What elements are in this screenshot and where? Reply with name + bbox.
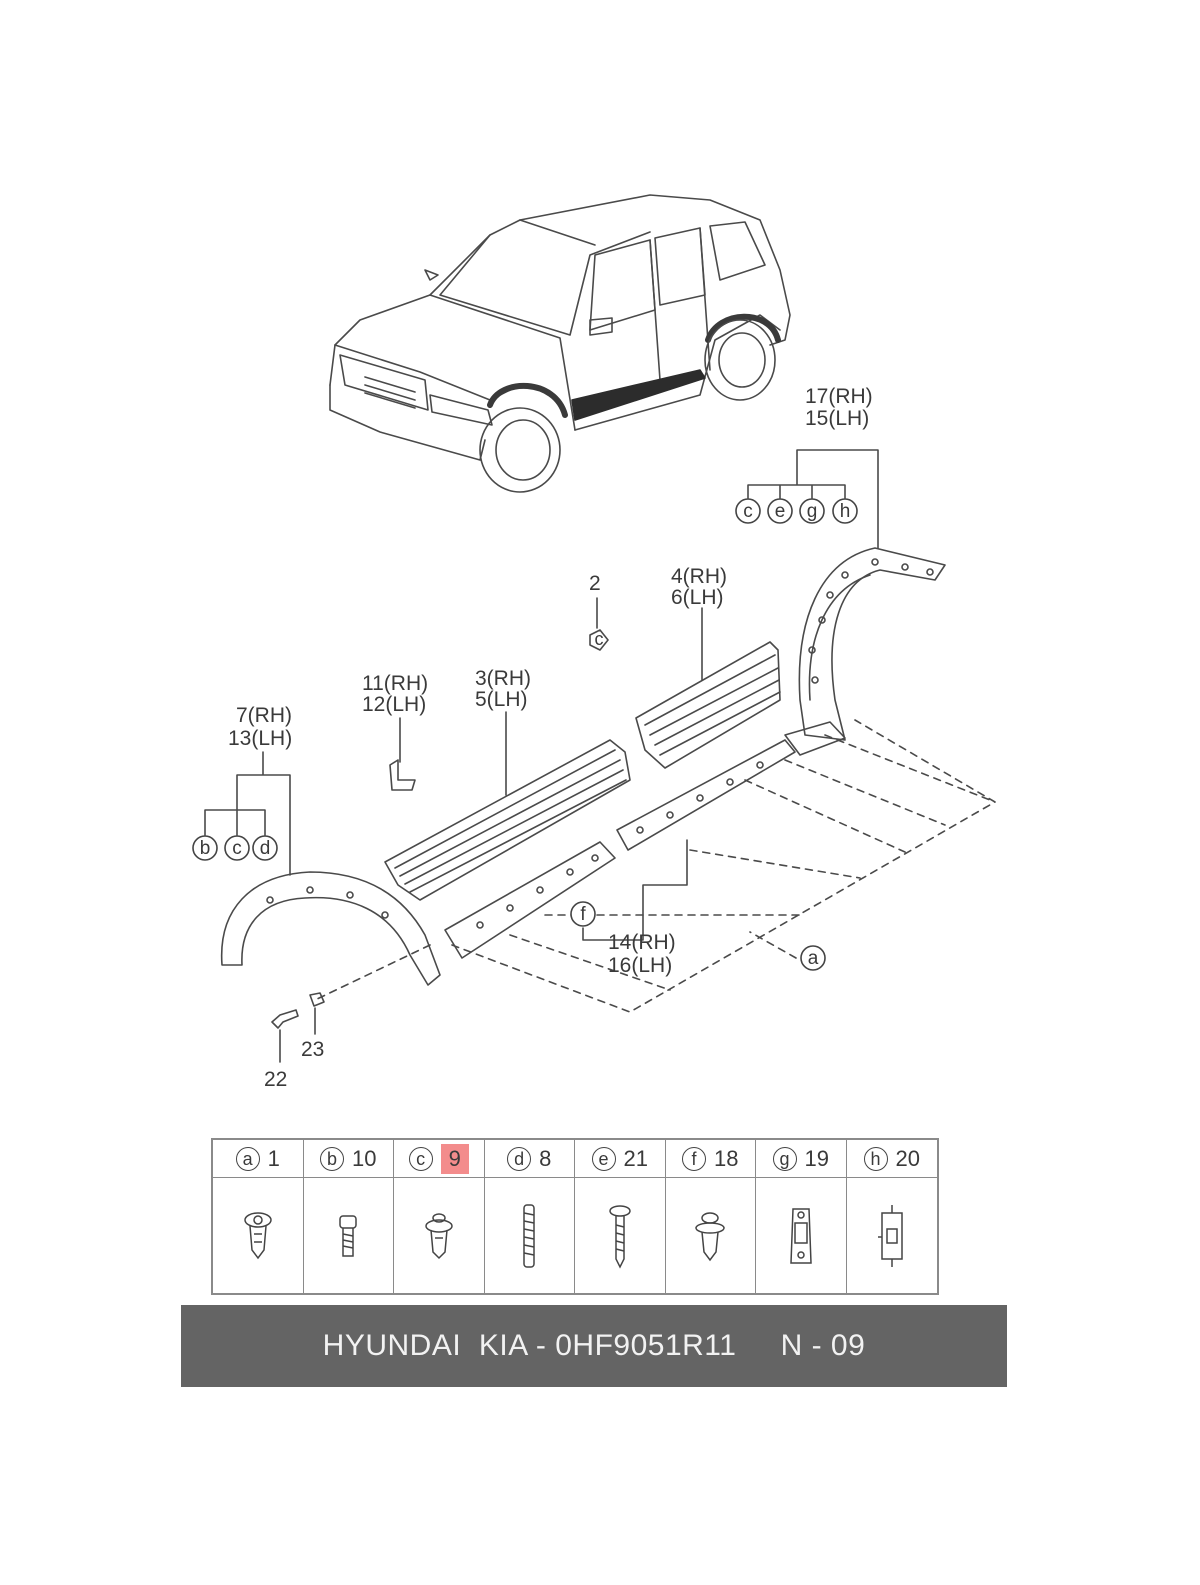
parts-diagram: 17(RH) 15(LH) 2 4(RH) 6(LH) 11(RH) 12(LH… [192,194,996,1091]
side-sill-rail [444,721,846,959]
letter-circle: a [235,1146,260,1171]
screw-icon [609,1204,631,1269]
circle-letter-h: h [840,501,851,522]
trim-clip-icon [695,1211,725,1261]
callout-17-rh: 17(RH) [805,385,873,408]
callout-16-lh: 16(LH) [608,954,672,977]
callout-3-rh: 3(RH) [475,667,531,690]
table-header-cell: g 19 [756,1140,847,1178]
circle-letter-c-front: c [232,838,242,859]
table-header-cell: e 21 [575,1140,666,1178]
part-number: 19 [804,1145,829,1171]
fastener-image-cell [575,1178,666,1293]
callout-22: 22 [264,1068,287,1091]
letter-circle: e [591,1146,616,1171]
clip-part [589,629,609,651]
callout-12-lh: 12(LH) [362,693,426,716]
rivet-clip-icon [425,1212,453,1259]
callout-23: 23 [301,1038,324,1061]
fastener-image-cell [756,1178,847,1293]
stud-icon [523,1203,535,1268]
circle-letter-a: a [808,948,819,969]
callout-4-rh: 4(RH) [671,565,727,588]
part-number-highlighted: 9 [440,1143,469,1174]
rear-wheel-arch-moulding [798,547,946,741]
part-number: 10 [352,1145,377,1171]
part-number: 8 [539,1145,552,1171]
callout-15-lh: 15(LH) [805,407,869,430]
letter-circle: d [507,1146,532,1171]
leader-lines [204,449,879,1063]
nut-part [309,992,325,1007]
bolt-icon [339,1214,357,1257]
circle-letter-c: c [743,501,753,522]
table-header-cell: h 20 [846,1140,937,1178]
bracket-part [389,759,416,791]
part-number: 20 [895,1145,920,1171]
fastener-image-cell [304,1178,394,1293]
rear-door-moulding [635,641,781,769]
part-number: 18 [714,1145,739,1171]
screw-part [271,1009,299,1029]
fastener-image-cell [666,1178,756,1293]
front-wheel-arch-moulding [220,871,441,986]
callout-14-rh: 14(RH) [608,931,676,954]
letter-circle: g [772,1146,797,1171]
part-number-footer: HYUNDAI KIA - 0HF9051R11 N - 09 [181,1305,1007,1387]
callout-13-lh: 13(LH) [228,727,292,750]
clip-letter-c: c [595,629,604,649]
fastener-image-cell [847,1178,938,1293]
fastener-image-cell [213,1178,304,1293]
circle-letter-d: d [260,838,271,859]
table-header-cell: b 10 [303,1140,394,1178]
callout-5-lh: 5(LH) [475,688,528,711]
footer-part-number-text: HYUNDAI KIA - 0HF9051R11 N - 09 [322,1329,866,1362]
callout-2: 2 [589,572,601,595]
callout-6-lh: 6(LH) [671,586,724,609]
letter-circle: c [408,1146,433,1171]
letter-circle: h [863,1146,888,1171]
callout-11-rh: 11(RH) [362,672,428,695]
callout-7-rh: 7(RH) [236,704,292,727]
table-header-cell: f 18 [665,1140,756,1178]
suv-illustration [329,194,791,493]
letter-circle: b [320,1146,344,1171]
bracket-nut-icon [877,1204,903,1267]
bracket-clip-icon [789,1207,812,1264]
push-clip-icon [244,1211,272,1259]
dashed-guide-lines [314,719,996,1013]
circle-letter-g: g [807,501,818,522]
letter-circle: f [682,1146,706,1171]
fastener-image-cell [394,1178,485,1293]
circle-letter-e: e [775,501,786,522]
front-door-moulding [384,739,631,901]
fastener-image-cell [485,1178,575,1293]
circle-letter-f: f [580,904,586,925]
circle-letter-b: b [200,838,211,859]
part-number: 1 [267,1145,280,1171]
part-number: 21 [623,1145,648,1171]
